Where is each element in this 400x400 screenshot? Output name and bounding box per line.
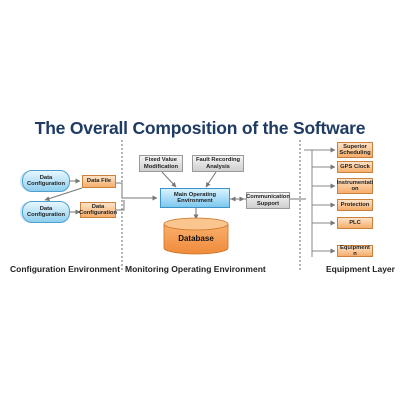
- fixed-value-modification-box: Fixed Value Modification: [139, 155, 183, 172]
- data-configuration-pill-2: Data Configuration: [22, 201, 70, 223]
- database-cylinder: [163, 217, 229, 255]
- equipment-item-plc: PLC: [337, 217, 373, 229]
- data-file-box: Data File: [82, 175, 116, 188]
- main-operating-environment-box: Main Operating Environment: [160, 188, 230, 208]
- equipment-item-superior-scheduling: Superior Scheduling: [337, 142, 373, 158]
- equipment-item-protection: Protection: [337, 199, 373, 211]
- diagram-title: The Overall Composition of the Software: [34, 118, 366, 138]
- equipment-layer-label: Equipment Layer: [326, 264, 395, 274]
- communication-support-box: Communication Support: [246, 192, 290, 209]
- database-label: Database: [178, 234, 214, 243]
- equipment-item-equipment-n: Equipment n: [337, 245, 373, 257]
- data-configuration-box: Data Configuration: [79, 202, 118, 218]
- monitoring-operating-environment-label: Monitoring Operating Environment: [125, 264, 266, 274]
- configuration-environment-label: Configuration Environment: [10, 264, 121, 274]
- data-configuration-pill-1: Data Configuration: [22, 170, 70, 192]
- fault-recording-analysis-box: Fault Recording Analysis: [192, 155, 244, 172]
- equipment-item-instrumentation: Instrumentati on: [336, 178, 374, 194]
- equipment-item-gps-clock: GPS Clock: [337, 161, 373, 173]
